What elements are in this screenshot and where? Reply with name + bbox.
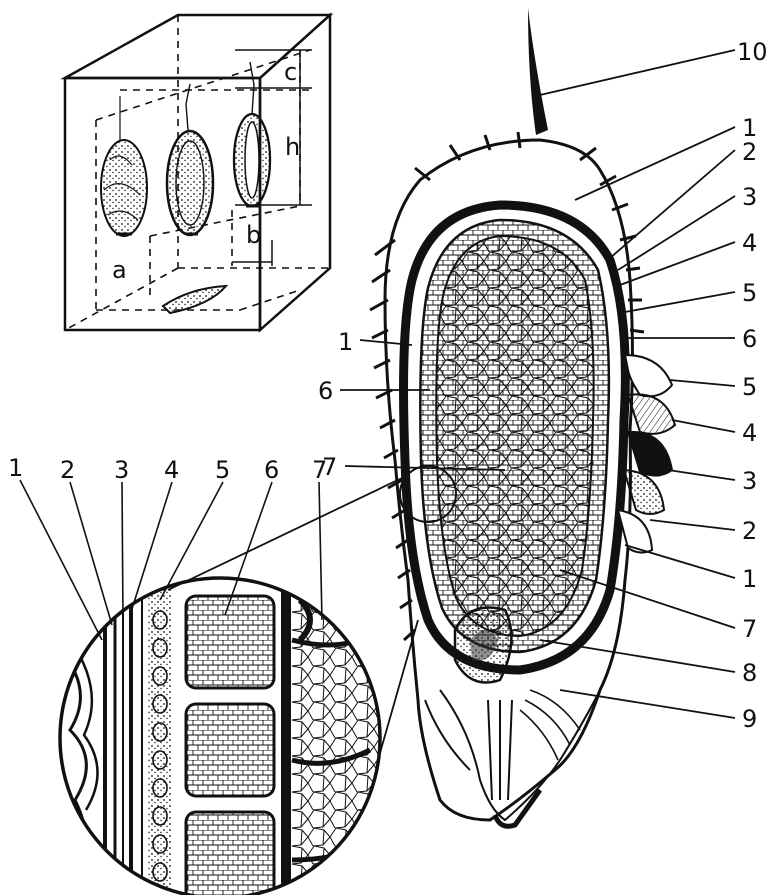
inset-label-b: b <box>246 221 261 249</box>
right-label-7: 6 <box>742 325 757 353</box>
right-label-8: 5 <box>742 373 757 401</box>
inset-grain-cross-section <box>163 286 226 313</box>
right-label-13: 7 <box>742 615 757 643</box>
inset-label-a: a <box>112 256 127 284</box>
magnified-label-7: 7 <box>312 456 327 484</box>
inset-grain-back-view <box>234 62 270 206</box>
left-label-1: 1 <box>338 328 353 356</box>
right-label-1: 10 <box>737 38 768 66</box>
embryo <box>455 608 511 683</box>
right-label-9: 4 <box>742 419 757 447</box>
inset-grain-front-view <box>101 96 147 236</box>
magnified-label-3: 3 <box>114 456 129 484</box>
main-grain-section <box>370 8 675 826</box>
aleurone-cells <box>148 580 172 895</box>
right-label-11: 2 <box>742 517 757 545</box>
boundary-cells <box>186 580 286 895</box>
connector-line-upper <box>168 478 402 590</box>
inset-box-front <box>65 78 260 330</box>
right-label-3: 2 <box>742 138 757 166</box>
right-label-12: 1 <box>742 565 757 593</box>
endosperm <box>436 236 593 636</box>
magnified-label-6: 6 <box>264 456 279 484</box>
magnified-label-4: 4 <box>164 456 179 484</box>
apical-awn <box>528 8 548 135</box>
right-label-10: 3 <box>742 467 757 495</box>
magnified-label-1: 1 <box>8 454 23 482</box>
magnified-top-labels: 1 2 3 4 5 6 7 <box>8 454 327 484</box>
right-label-6: 5 <box>742 279 757 307</box>
inset-grain-side-view <box>167 84 213 235</box>
magnified-detail <box>55 478 418 895</box>
inset-label-c: c <box>284 58 297 86</box>
magnified-label-5: 5 <box>215 456 230 484</box>
inset-label-h: h <box>285 133 300 161</box>
magnified-label-2: 2 <box>60 456 75 484</box>
right-label-14: 8 <box>742 659 757 687</box>
right-label-4: 3 <box>742 183 757 211</box>
right-label-15: 9 <box>742 705 757 733</box>
connector-line-lower <box>378 620 418 760</box>
left-label-2: 6 <box>318 377 333 405</box>
right-label-5: 4 <box>742 229 757 257</box>
